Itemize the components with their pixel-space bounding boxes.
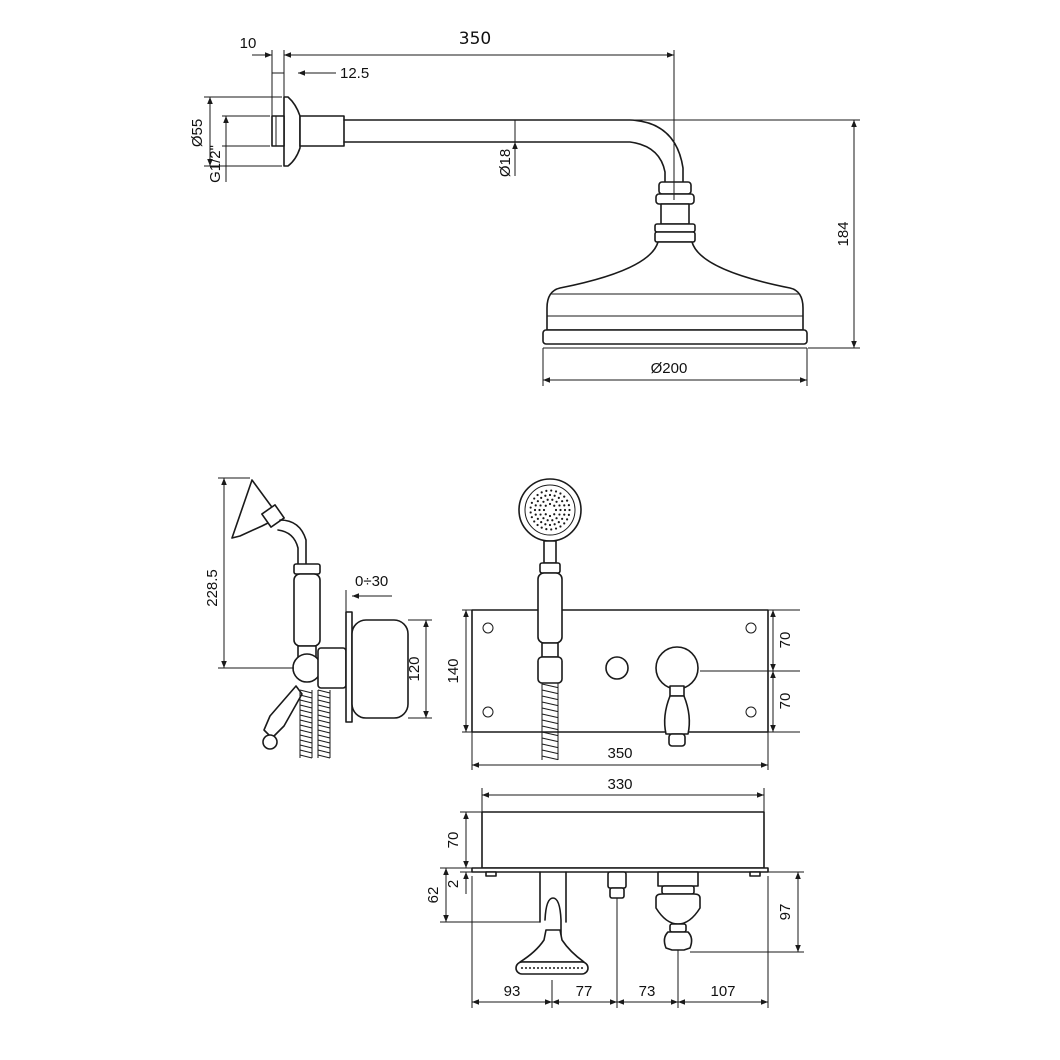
- front-handset-handle: [537, 572, 563, 644]
- dim-outlet-projection: 62: [425, 887, 442, 904]
- dim-seg-2: 77: [576, 983, 593, 1000]
- dim-upper-half: 70: [777, 632, 794, 649]
- top-box: [481, 811, 765, 869]
- dim-box-width: 330: [607, 776, 632, 793]
- arm-collar: [299, 115, 345, 147]
- overhead-shower-view: 350 10 12.5 Ø55 G1/2" Ø18 184 Ø200: [189, 29, 860, 386]
- front-diverter-button: [605, 656, 629, 680]
- top-diverter: [607, 871, 627, 889]
- dim-box-height: 120: [406, 656, 423, 681]
- front-spray-dots: [529, 489, 571, 531]
- dim-flange-depth: 10: [240, 35, 257, 52]
- dim-box-depth: 70: [445, 832, 462, 849]
- top-spray-dots: [521, 967, 583, 969]
- front-handset-head: [518, 478, 582, 542]
- side-view: 228.5 0÷30 120: [204, 477, 432, 759]
- dim-gap: 2: [445, 880, 462, 888]
- dim-flange-offset: 12.5: [340, 65, 369, 82]
- top-handset-head: [519, 929, 585, 963]
- dim-depth-range: 0÷30: [355, 573, 388, 590]
- dim-arm-diameter: Ø18: [497, 149, 514, 177]
- flange-thread: [271, 115, 285, 147]
- dim-plate-height: 140: [445, 658, 462, 683]
- dim-head-diameter: Ø200: [651, 360, 688, 377]
- top-mixer-body: [655, 893, 701, 925]
- dim-seg-1: 93: [504, 983, 521, 1000]
- side-box: [351, 619, 409, 719]
- front-hose-coils: [541, 683, 559, 761]
- shower-head: [546, 241, 804, 331]
- dim-flange-diameter: Ø55: [189, 119, 206, 147]
- dim-seg-3: 73: [639, 983, 656, 1000]
- side-handset-handle: [293, 563, 321, 575]
- side-hose-coils: [299, 689, 331, 759]
- front-mixer-lever: [663, 695, 691, 735]
- front-mixer-rosette: [655, 646, 699, 690]
- top-view: 330 70 2 62 97 93 77 73 107: [425, 776, 804, 1008]
- dim-seg-4: 107: [710, 983, 735, 1000]
- dim-handset-height: 228.5: [204, 569, 221, 607]
- dim-drop-height: 184: [835, 221, 852, 246]
- front-view: 140 70 70 350: [445, 478, 800, 770]
- wall-flange: [283, 96, 301, 167]
- dim-thread: G1/2": [207, 145, 224, 183]
- dim-arm-length: 350: [459, 29, 491, 49]
- dim-plate-width: 350: [607, 745, 632, 762]
- dim-handle-projection: 97: [777, 904, 794, 921]
- dim-lower-half: 70: [777, 693, 794, 710]
